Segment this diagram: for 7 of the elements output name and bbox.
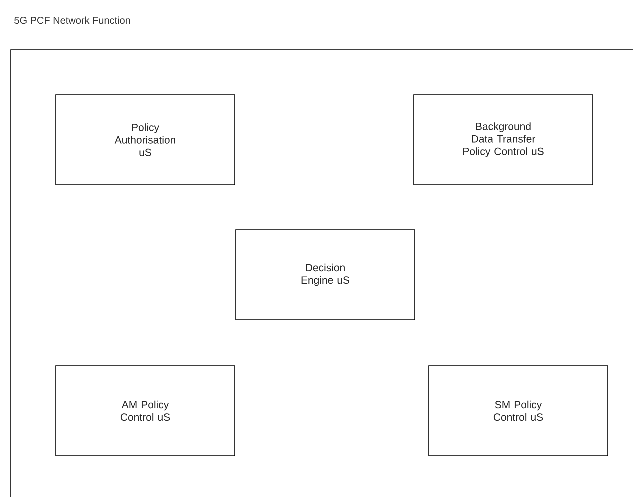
service-box: Background Data Transfer Policy Control uS <box>414 94 594 186</box>
frame-heading: 5G PCF Network Function <box>14 16 130 24</box>
frame-box <box>10 50 633 497</box>
service-box: Policy Authorisation uS <box>56 94 236 186</box>
service-box: SM Policy Control uS <box>428 366 608 456</box>
service-box: Decision Engine uS <box>236 230 416 320</box>
service-box: AM Policy Control uS <box>56 366 236 456</box>
